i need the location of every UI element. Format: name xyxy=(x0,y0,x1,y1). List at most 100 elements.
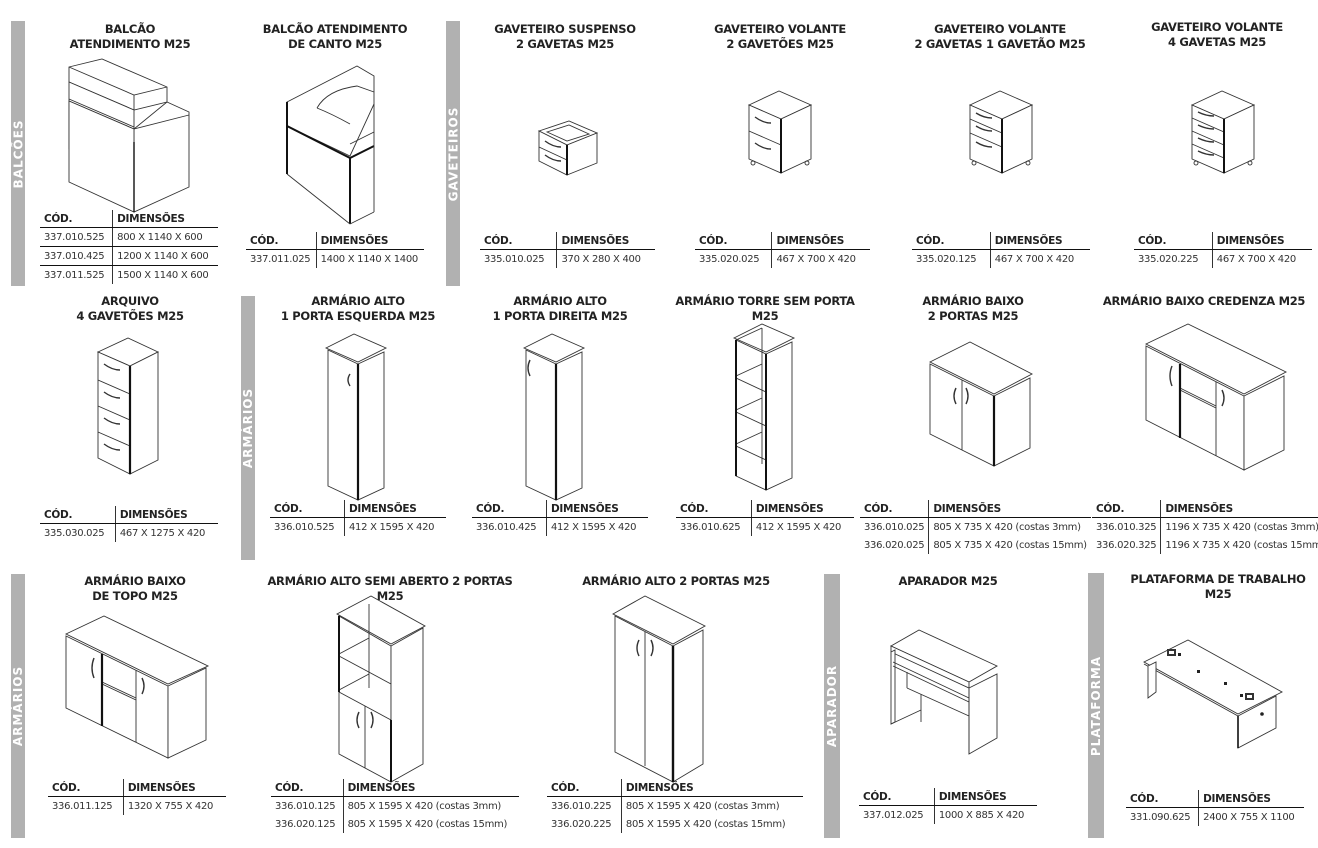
product-title: ARMÁRIO ALTO SEMI ABERTO 2 PORTAS M25 xyxy=(267,574,513,603)
dimensions-header: DIMENSÕES xyxy=(1160,500,1318,518)
dimensions-header: DIMENSÕES xyxy=(123,779,226,797)
product-card: ARMÁRIO ALTO SEMI ABERTO 2 PORTAS M25 CÓ… xyxy=(255,574,525,839)
code-header: CÓD. xyxy=(48,779,124,797)
dimensions-header: DIMENSÕES xyxy=(990,232,1090,250)
code-header: CÓD. xyxy=(271,779,344,797)
product-title: ARMÁRIO TORRE SEM PORTA M25 xyxy=(675,294,855,323)
code-header: CÓD. xyxy=(480,232,558,250)
code-header: CÓD. xyxy=(1126,790,1200,808)
reception-counter-icon xyxy=(64,57,194,222)
section-label-text: ARMÁRIOS xyxy=(241,387,255,469)
code-header: CÓD. xyxy=(246,232,317,250)
dimensions-header: DIMENSÕES xyxy=(546,500,648,518)
section-label-text: GAVETEIROS xyxy=(446,106,460,201)
low-cabinet-2-doors-icon xyxy=(928,340,1034,468)
section-label-gaveteiros: GAVETEIROS xyxy=(446,21,460,286)
product-card: ARMÁRIO TORRE SEM PORTA M25 CÓD.DIMENSÕE… xyxy=(670,294,860,559)
tall-cabinet-right-door-icon xyxy=(522,330,588,505)
dimensions-header: DIMENSÕES xyxy=(934,788,1037,806)
code-header: CÓD. xyxy=(270,500,345,518)
section-label-armarios-2: ARMÁRIOS xyxy=(11,574,25,838)
product-title: ARMÁRIO ALTO 2 PORTAS M25 xyxy=(582,574,770,588)
product-title: ARMÁRIO BAIXO CREDENZA M25 xyxy=(1102,294,1306,308)
product-card: PLATAFORMA DE TRABALHO M25 CÓD.DIMENSÕES… xyxy=(1118,572,1318,837)
code-header: CÓD. xyxy=(695,232,773,250)
section-label-balcoes: BALCÕES xyxy=(11,21,25,286)
tall-semi-open-cabinet-icon xyxy=(335,594,427,784)
dimensions-header: DIMENSÕES xyxy=(316,232,424,250)
section-label-plataforma: PLATAFORMA xyxy=(1088,573,1104,838)
dimensions-header: DIMENSÕES xyxy=(343,779,519,797)
section-label-text: PLATAFORMA xyxy=(1089,655,1103,756)
low-end-cabinet-icon xyxy=(64,612,210,762)
code-header: CÓD. xyxy=(859,788,935,806)
code-header: CÓD. xyxy=(547,779,622,797)
dimensions-header: DIMENSÕES xyxy=(1198,790,1304,808)
dimensions-header: DIMENSÕES xyxy=(621,779,803,797)
mobile-pedestal-4-drawers-icon xyxy=(1188,87,1258,177)
section-label-aparador: APARADOR xyxy=(824,574,840,838)
code-header: CÓD. xyxy=(40,210,114,228)
dimensions-header: DIMENSÕES xyxy=(751,500,854,518)
code-header: CÓD. xyxy=(860,500,930,518)
dimensions-header: DIMENSÕES xyxy=(115,506,218,524)
dimensions-header: DIMENSÕES xyxy=(1212,232,1312,250)
credenza-cabinet-icon xyxy=(1144,322,1290,472)
mobile-pedestal-2-drawers-icon xyxy=(745,87,815,177)
dimensions-header: DIMENSÕES xyxy=(112,210,218,228)
dimensions-header: DIMENSÕES xyxy=(771,232,870,250)
open-tower-shelf-icon xyxy=(732,320,798,495)
suspended-drawer-unit-icon xyxy=(535,102,603,192)
corner-reception-counter-icon xyxy=(282,64,387,229)
dimensions-header: DIMENSÕES xyxy=(928,500,1091,518)
